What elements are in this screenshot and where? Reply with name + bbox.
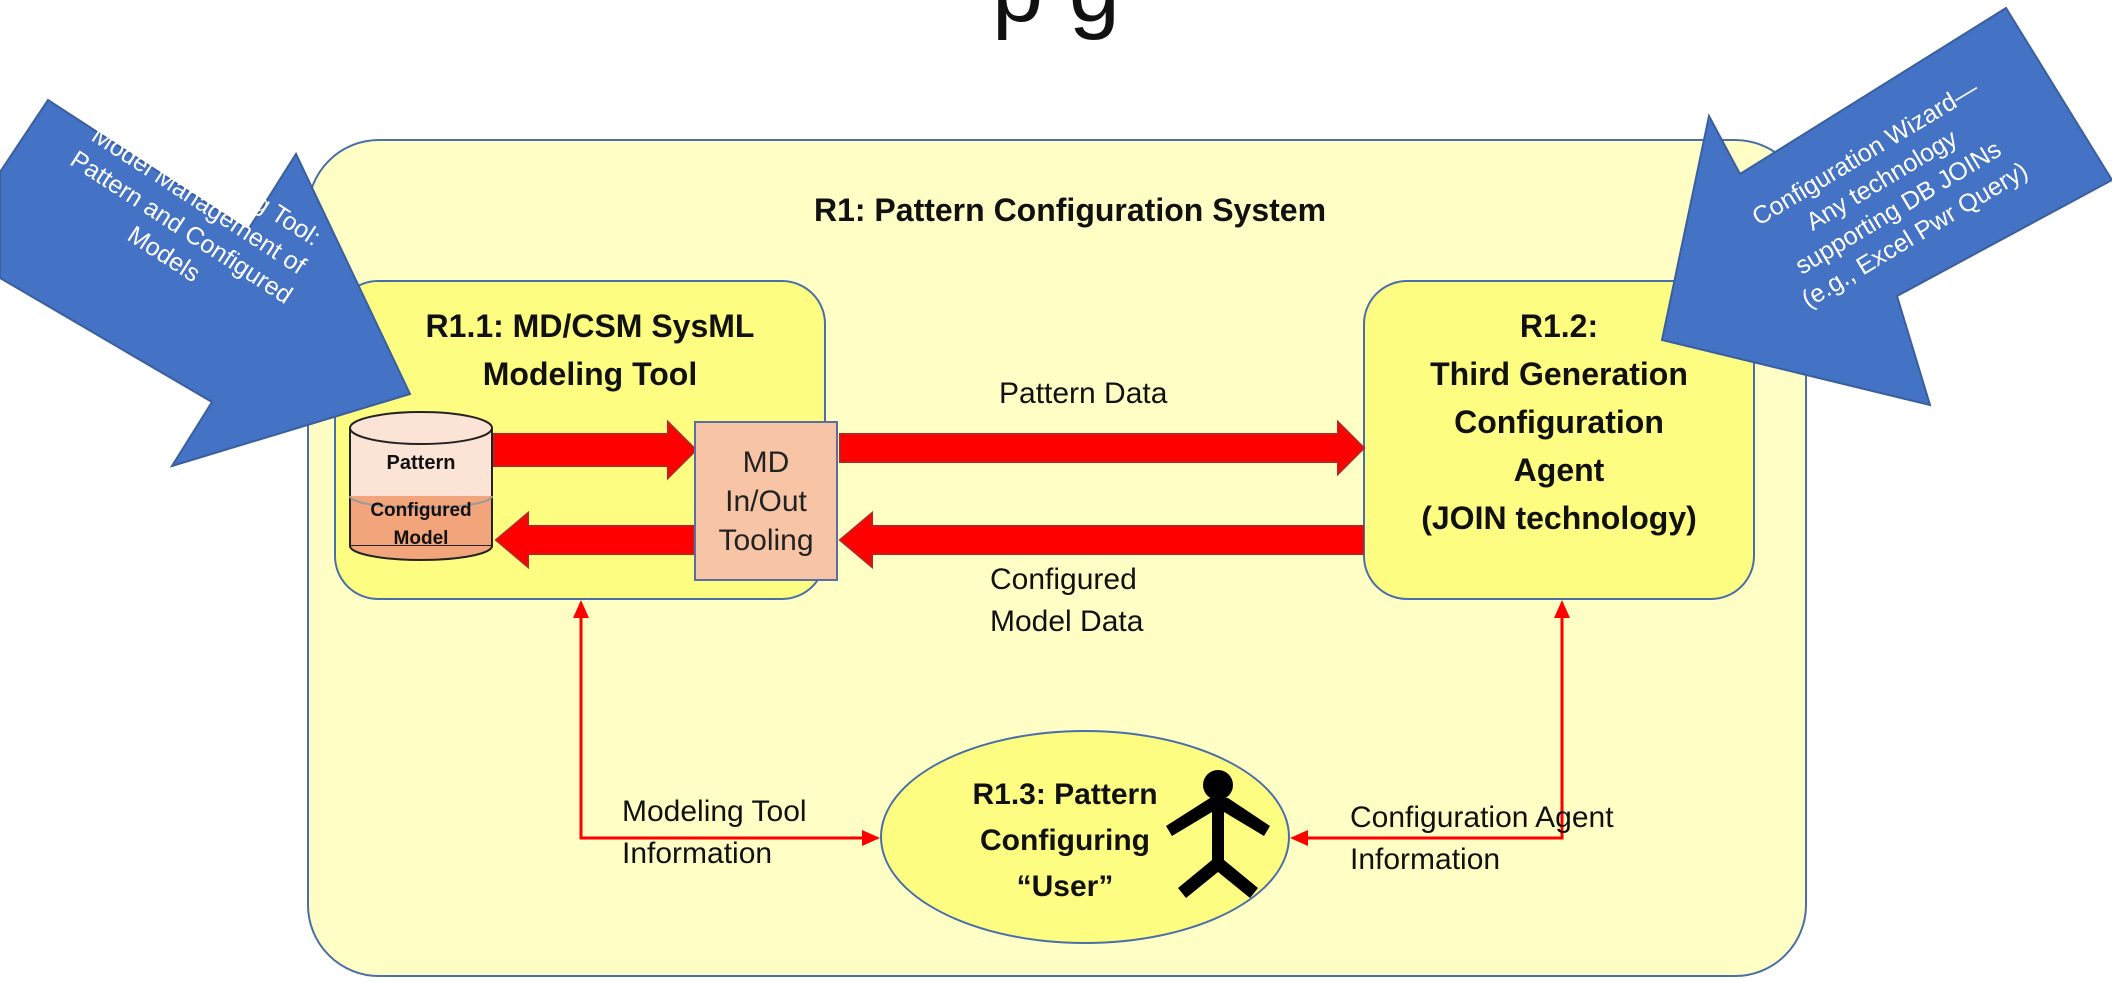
arrow-configured-model-data xyxy=(838,510,1364,570)
modeling-tool-info-label-2: Information xyxy=(622,837,773,870)
configured-model-data-label-2: Model Data xyxy=(990,605,1144,638)
system-label: R1: Pattern Configuration System xyxy=(813,192,1327,228)
md-tooling-line1: MD xyxy=(742,445,790,479)
agent-info-label-1: Configuration Agent xyxy=(1350,801,1614,834)
agent-title-line1: R1.2: xyxy=(1519,308,1599,344)
agent-info-label-2: Information xyxy=(1350,843,1501,876)
user-node-line2: Configuring xyxy=(980,824,1150,857)
arrow-agent-information xyxy=(1290,600,1570,846)
arrow-pattern-data xyxy=(839,419,1366,477)
user-node-line3: “User” xyxy=(1016,870,1114,903)
database-cylinder-icon xyxy=(349,411,493,561)
database-configured-label: Configured xyxy=(370,500,472,521)
md-tooling-box: MD In/Out Tooling xyxy=(694,421,838,581)
database-model-label: Model xyxy=(393,528,449,549)
user-node-line1: R1.3: Pattern xyxy=(972,778,1158,811)
arrow-modeling-tool-information xyxy=(573,600,880,846)
modeling-tool-info-label-1: Modeling Tool xyxy=(622,795,807,828)
cut-off-title: p g xyxy=(0,0,2112,43)
agent-title-line4: Agent xyxy=(1513,452,1605,488)
callout-left-arrow xyxy=(0,98,412,468)
md-tooling-line3: Tooling xyxy=(718,523,814,557)
database-pattern-label: Pattern xyxy=(386,452,456,474)
configured-model-data-label-1: Configured xyxy=(990,563,1137,596)
arrow-db-to-tooling xyxy=(493,419,698,481)
agent-title-line3: Configuration xyxy=(1454,404,1664,440)
modeling-tool-title-line2: Modeling Tool xyxy=(482,356,698,392)
agent-title-line2: Third Generation xyxy=(1430,356,1688,392)
agent-title-line5: (JOIN technology) xyxy=(1421,500,1697,536)
pattern-data-label: Pattern Data xyxy=(999,377,1168,410)
md-tooling-line2: In/Out xyxy=(725,484,807,518)
callout-right-arrow xyxy=(1660,6,2112,407)
arrow-tooling-to-db xyxy=(494,510,695,570)
modeling-tool-title-line1: R1.1: MD/CSM SysML xyxy=(425,308,755,344)
user-stick-figure-icon xyxy=(1166,770,1270,898)
